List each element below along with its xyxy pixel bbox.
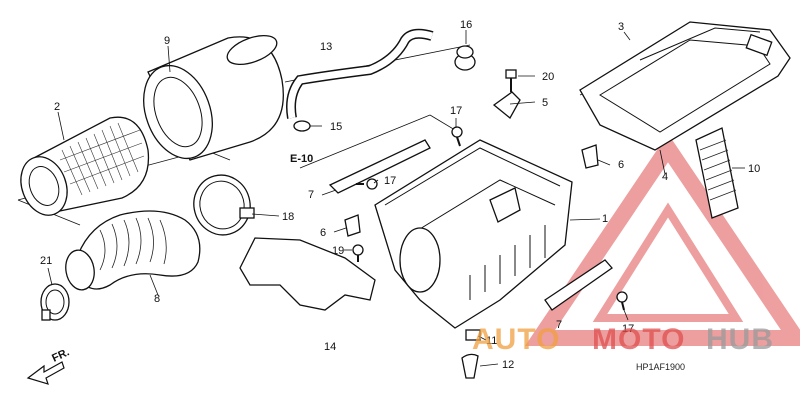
front-label: FR. [50, 346, 71, 364]
bracket-5 [492, 91, 521, 119]
callout-14: 14 [324, 341, 336, 353]
diagram-code: HP1AF1900 [636, 362, 685, 372]
hose-clamp-21 [40, 283, 70, 321]
clip-15 [293, 120, 311, 132]
callout-13: 13 [320, 41, 332, 53]
bolt-17-lower [616, 291, 628, 311]
callout-20: 20 [542, 71, 554, 83]
watermark-part2: MOTO [592, 323, 685, 356]
callout-3: 3 [618, 21, 624, 33]
clamp-band-18 [193, 174, 255, 236]
bolt-20 [505, 69, 517, 92]
leader-lines [47, 30, 745, 367]
callout-19: 19 [332, 245, 344, 257]
watermark-part3: HUB [706, 323, 774, 356]
callout-17-left: 17 [384, 175, 396, 187]
callout-labels: 9 2 13 16 20 5 3 17 15 E-10 17 7 6 4 10 … [40, 19, 760, 371]
callout-6-right: 6 [618, 159, 624, 171]
callout-2: 2 [54, 101, 60, 113]
callout-1: 1 [602, 213, 608, 225]
bolt-19 [352, 244, 364, 262]
callout-17-lower: 17 [622, 323, 634, 335]
callout-12: 12 [502, 359, 514, 371]
reference-e10: E-10 [290, 153, 313, 165]
clip-6-right [581, 144, 599, 169]
callout-17-upper: 17 [450, 105, 462, 117]
grommet-16 [454, 45, 476, 71]
callout-18: 18 [282, 211, 294, 223]
bolt-17-left [356, 178, 378, 190]
air-cleaner-cover [579, 21, 791, 151]
air-cleaner-case [374, 139, 573, 329]
air-filter-cylinder [143, 34, 284, 161]
gasket-plate [239, 237, 376, 311]
filter-element [20, 116, 150, 216]
watermark-text: AUTO MOTO HUB [472, 323, 774, 356]
callout-8: 8 [154, 293, 160, 305]
callout-21: 21 [40, 255, 52, 267]
breather-tube [286, 28, 434, 119]
corrugated-hose-10 [695, 127, 739, 219]
callout-16: 16 [460, 19, 472, 31]
callout-10: 10 [748, 163, 760, 175]
front-direction-arrow: FR. [26, 346, 71, 385]
intake-duct [65, 210, 201, 291]
callout-11: 11 [486, 335, 497, 347]
strap-bracket-7-right [544, 259, 613, 311]
callout-6-left: 6 [320, 227, 326, 239]
watermark-logo-triangle [524, 133, 800, 346]
watermark-part1: AUTO [472, 323, 560, 356]
callout-7-right: 7 [556, 319, 562, 331]
drain-tube-12 [461, 353, 479, 379]
callout-7-left: 7 [308, 189, 314, 201]
callout-5: 5 [542, 97, 548, 109]
clip-6-left [344, 214, 361, 237]
drain-plug-11 [465, 329, 481, 341]
bolt-17-upper [451, 126, 463, 147]
callout-9: 9 [164, 35, 170, 47]
callout-4: 4 [662, 171, 668, 183]
callout-15: 15 [330, 121, 342, 133]
